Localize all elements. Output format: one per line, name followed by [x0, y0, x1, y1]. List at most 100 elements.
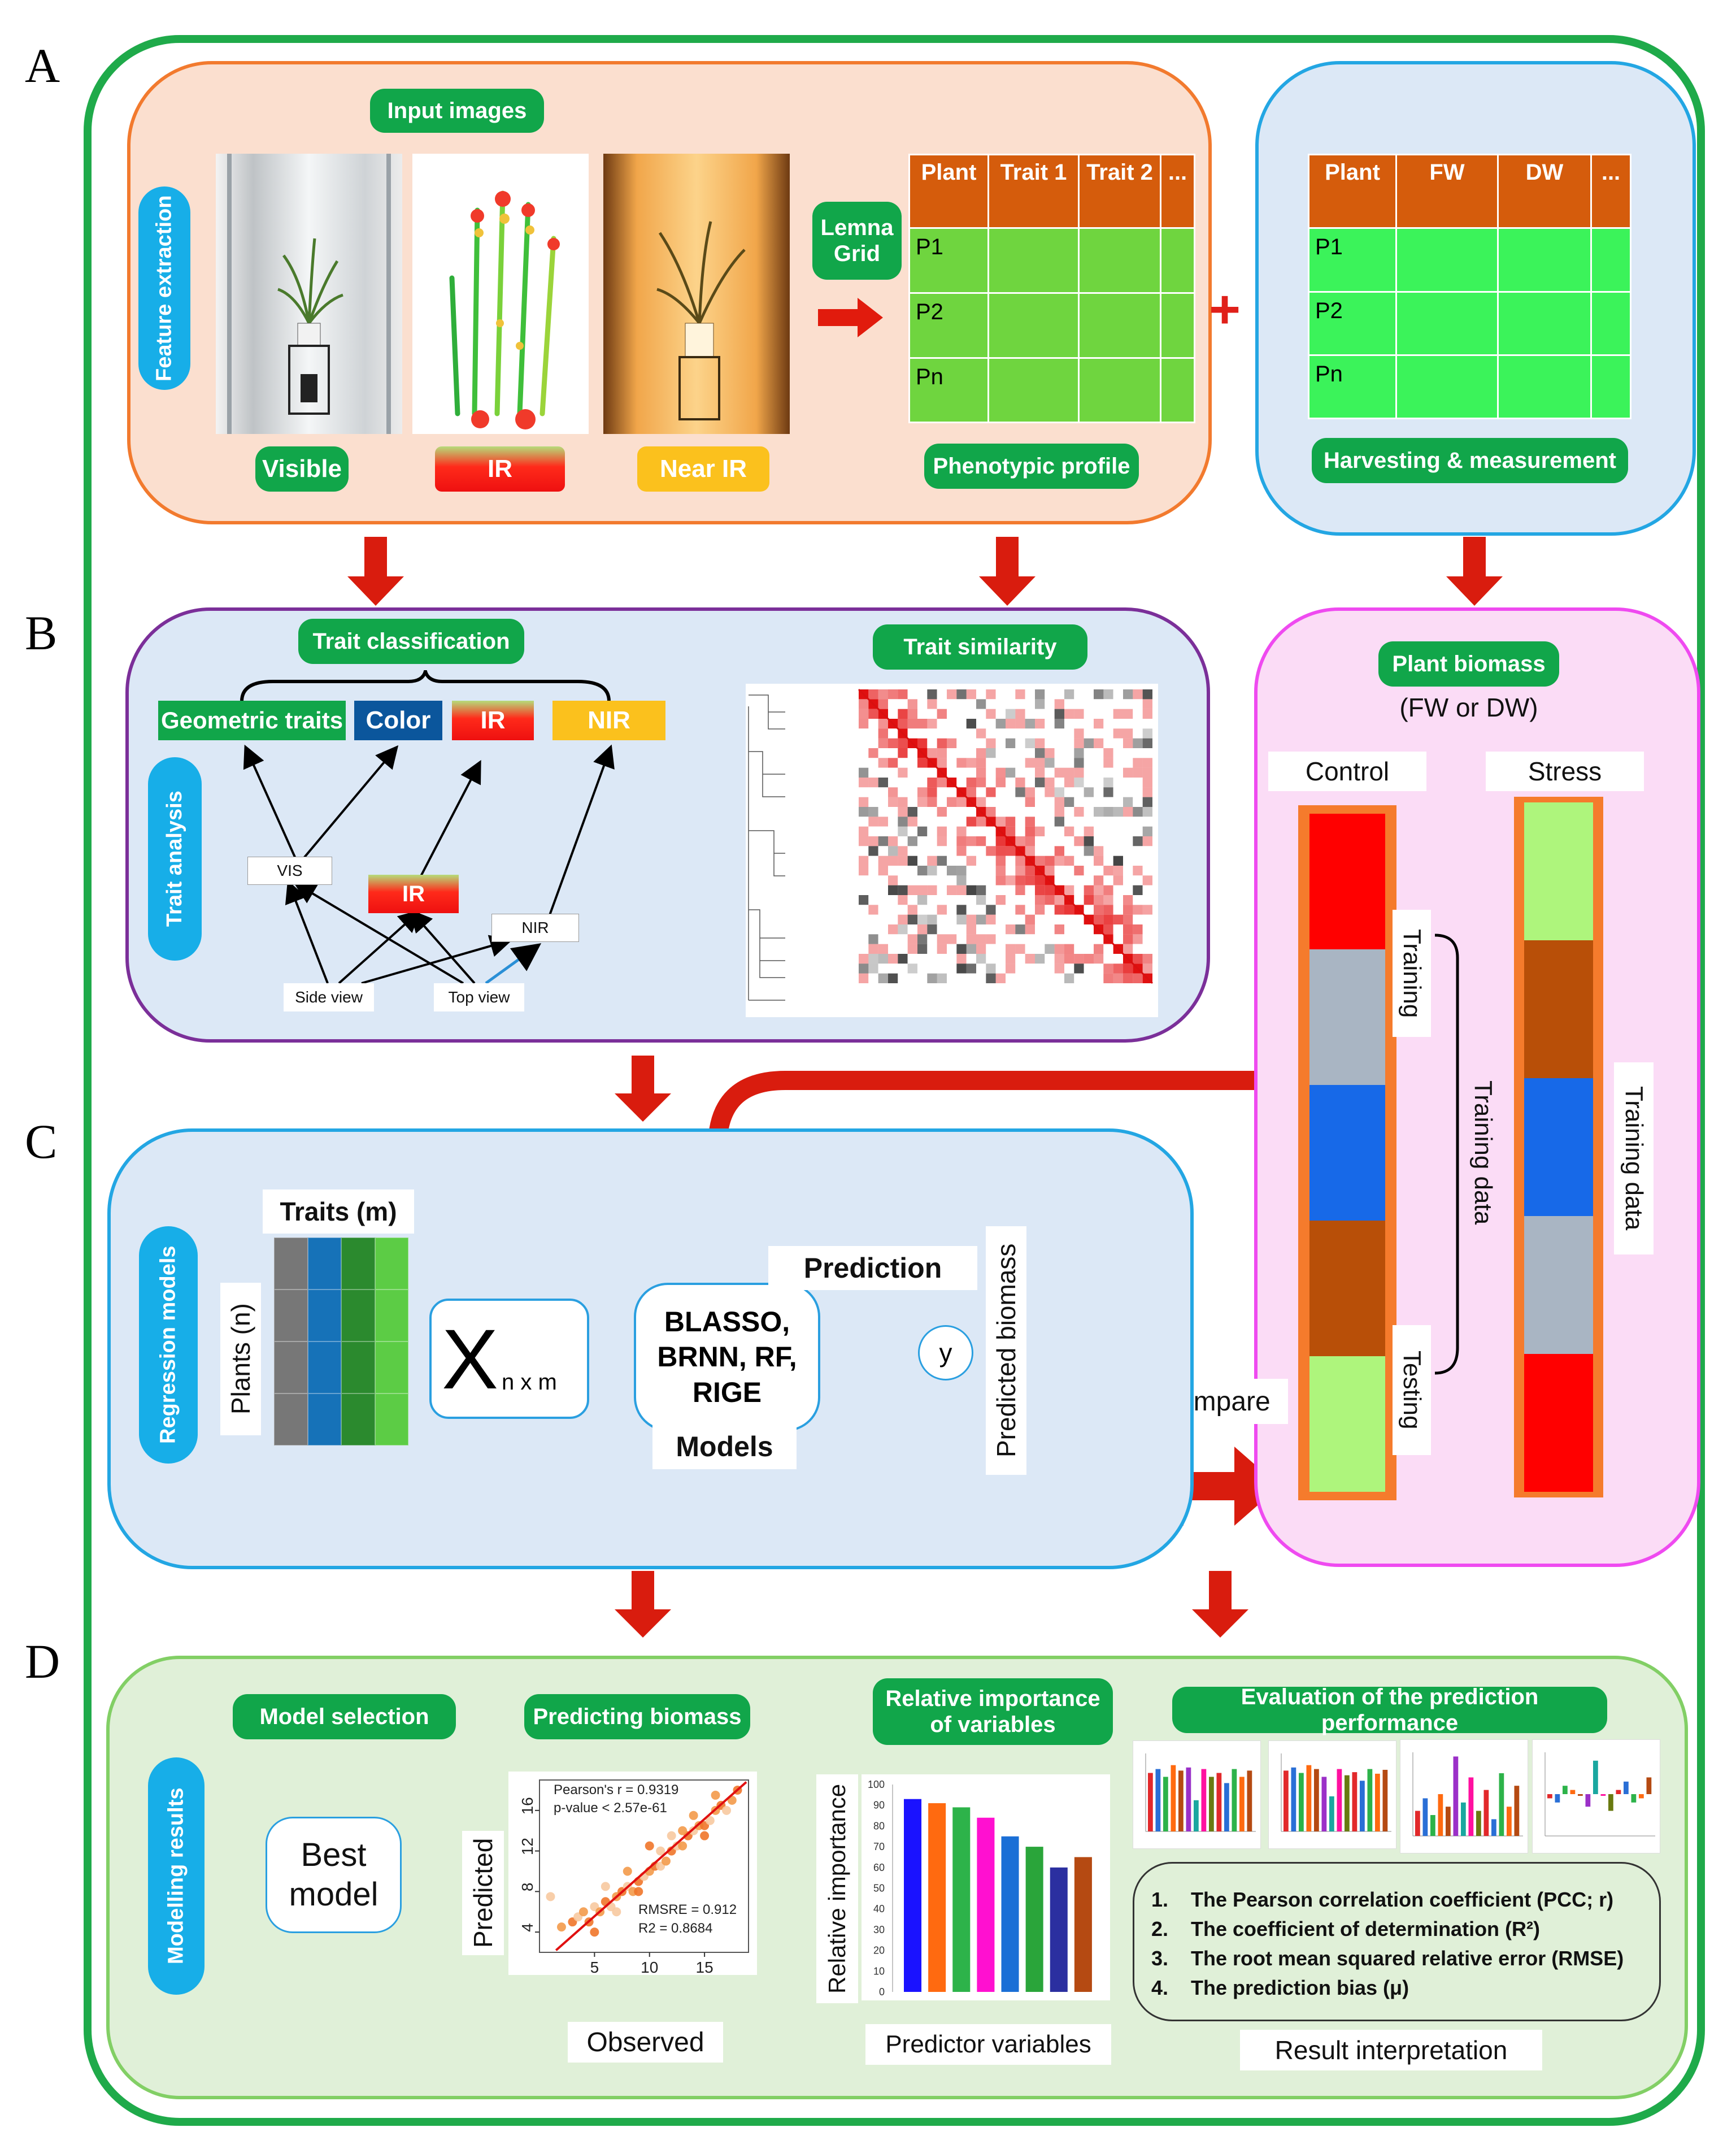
mini-bar — [1239, 1777, 1245, 1831]
stress-segment — [1524, 1354, 1593, 1492]
training-data-label-stress: Training data — [1614, 1062, 1654, 1254]
scatter-ytick: 16 — [519, 1797, 536, 1814]
mini-bar — [1555, 1794, 1560, 1803]
importance-ytick: 20 — [873, 1945, 885, 1956]
scatter-point — [656, 1846, 665, 1856]
mini-bar — [1209, 1777, 1214, 1831]
training-data-label: Training data — [1469, 1080, 1497, 1225]
geometric-traits-box: Geometric traits — [158, 701, 346, 740]
scatter-point — [705, 1816, 715, 1825]
scatter-xlabel: Observed — [568, 2022, 723, 2063]
harvest-header-more: ... — [1590, 153, 1631, 229]
mini-bar — [1461, 1802, 1466, 1836]
matrix-cell — [341, 1393, 375, 1445]
matrix-cell — [274, 1342, 308, 1393]
mini-bar — [1446, 1807, 1451, 1836]
dendrogram — [748, 694, 785, 1001]
metric-number: 1. — [1151, 1888, 1169, 1911]
harvest-row-p2: P2 — [1308, 290, 1397, 356]
matrix-cell — [307, 1238, 341, 1290]
mini-bar — [1570, 1790, 1576, 1794]
mini-chart-3 — [1400, 1739, 1528, 1853]
importance-ytick: 0 — [879, 1986, 885, 1998]
metrics-list: 1.The Pearson correlation coefficient (P… — [1133, 1862, 1661, 2021]
matrix-cell — [375, 1290, 408, 1342]
matrix-cell — [274, 1238, 308, 1290]
ir-image — [412, 154, 589, 434]
profile-header-trait2: Trait 2 — [1078, 154, 1161, 229]
mini-bar — [1247, 1770, 1252, 1831]
importance-ytick: 70 — [873, 1841, 885, 1852]
harvest-header-fw: FW — [1395, 153, 1499, 229]
scatter-point — [667, 1831, 676, 1840]
phenotypic-profile-table: Plant Trait 1 Trait 2 ... P1 P2 Pn — [908, 154, 1195, 423]
mini-bar — [1468, 1777, 1474, 1836]
mini-chart-2 — [1268, 1740, 1396, 1849]
importance-ylabel: Relative importance — [816, 1774, 858, 2003]
mini-bar — [1593, 1760, 1598, 1794]
mini-bar — [1178, 1770, 1184, 1831]
mini-bar — [1360, 1781, 1365, 1831]
metric-item: 4.The prediction bias (μ) — [1151, 1973, 1659, 2003]
mini-bar — [1375, 1773, 1380, 1831]
mini-bar — [1194, 1800, 1199, 1831]
top-view-node: Top view — [434, 983, 524, 1011]
regression-line — [555, 1781, 747, 1951]
phenotypic-profile-label: Phenotypic profile — [924, 444, 1139, 489]
mini-bar — [1345, 1775, 1350, 1831]
harvest-header-plant: Plant — [1308, 153, 1397, 229]
scatter-annotation: p-value < 2.57e-61 — [554, 1800, 667, 1816]
mini-bar — [1476, 1811, 1481, 1836]
input-images-label: Input images — [370, 89, 544, 133]
mini-bar — [1186, 1767, 1191, 1831]
prediction-label: Prediction — [768, 1246, 977, 1290]
mini-bar — [1507, 1807, 1512, 1836]
relative-importance-label: Relative importance of variables — [873, 1678, 1113, 1745]
y-output: y — [918, 1325, 973, 1380]
control-label: Control — [1268, 752, 1426, 791]
model-selection-label: Model selection — [233, 1694, 456, 1739]
mini-bar — [1639, 1794, 1644, 1799]
section-b-label: B — [25, 606, 58, 660]
regression-models-label: Regression models — [139, 1226, 198, 1464]
profile-header-more: ... — [1160, 154, 1195, 229]
importance-ytick: 50 — [873, 1883, 885, 1894]
matrix-cell — [307, 1342, 341, 1393]
profile-row-p1: P1 — [908, 227, 989, 294]
profile-header-plant: Plant — [908, 154, 989, 229]
matrix-cell — [341, 1342, 375, 1393]
matrix-cell — [341, 1290, 375, 1342]
scatter-point — [689, 1811, 698, 1820]
scatter-xtick: 10 — [641, 1959, 658, 1975]
side-view-node: Side view — [284, 983, 374, 1011]
predicted-biomass-label: Predicted biomass — [986, 1226, 1026, 1475]
mini-bar — [1430, 1815, 1435, 1836]
matrix-cell — [375, 1393, 408, 1445]
mini-bar — [1321, 1777, 1327, 1831]
scatter-point — [578, 1907, 588, 1917]
scatter-point — [590, 1927, 599, 1937]
scatter-point — [645, 1841, 654, 1851]
plant-biomass-label: Plant biomass — [1378, 641, 1559, 687]
scatter-annotation: RMSRE = 0.912 — [638, 1902, 737, 1917]
outer-frame — [84, 35, 1705, 2126]
harvest-table: Plant FW DW ... P1 P2 Pn — [1308, 153, 1631, 420]
scatter-point — [711, 1790, 720, 1800]
metric-item: 2.The coefficient of determination (R²) — [1151, 1914, 1659, 1944]
mini-bar — [1646, 1777, 1652, 1794]
mini-bar — [1382, 1769, 1388, 1831]
result-interpretation-label: Result interpretation — [1240, 2030, 1542, 2070]
control-segment — [1309, 814, 1385, 949]
mini-bar — [1483, 1790, 1489, 1836]
visible-label: Visible — [255, 446, 349, 492]
mini-bar — [1306, 1765, 1312, 1831]
section-c-label: C — [25, 1114, 58, 1169]
section-a-label: A — [25, 38, 60, 93]
profile-row-p2: P2 — [908, 292, 989, 359]
mini-bar — [1367, 1769, 1373, 1831]
vis-node: VIS — [247, 857, 332, 885]
importance-bar — [904, 1799, 922, 1992]
training-label: Training — [1393, 910, 1431, 1037]
classification-brace — [240, 670, 611, 702]
